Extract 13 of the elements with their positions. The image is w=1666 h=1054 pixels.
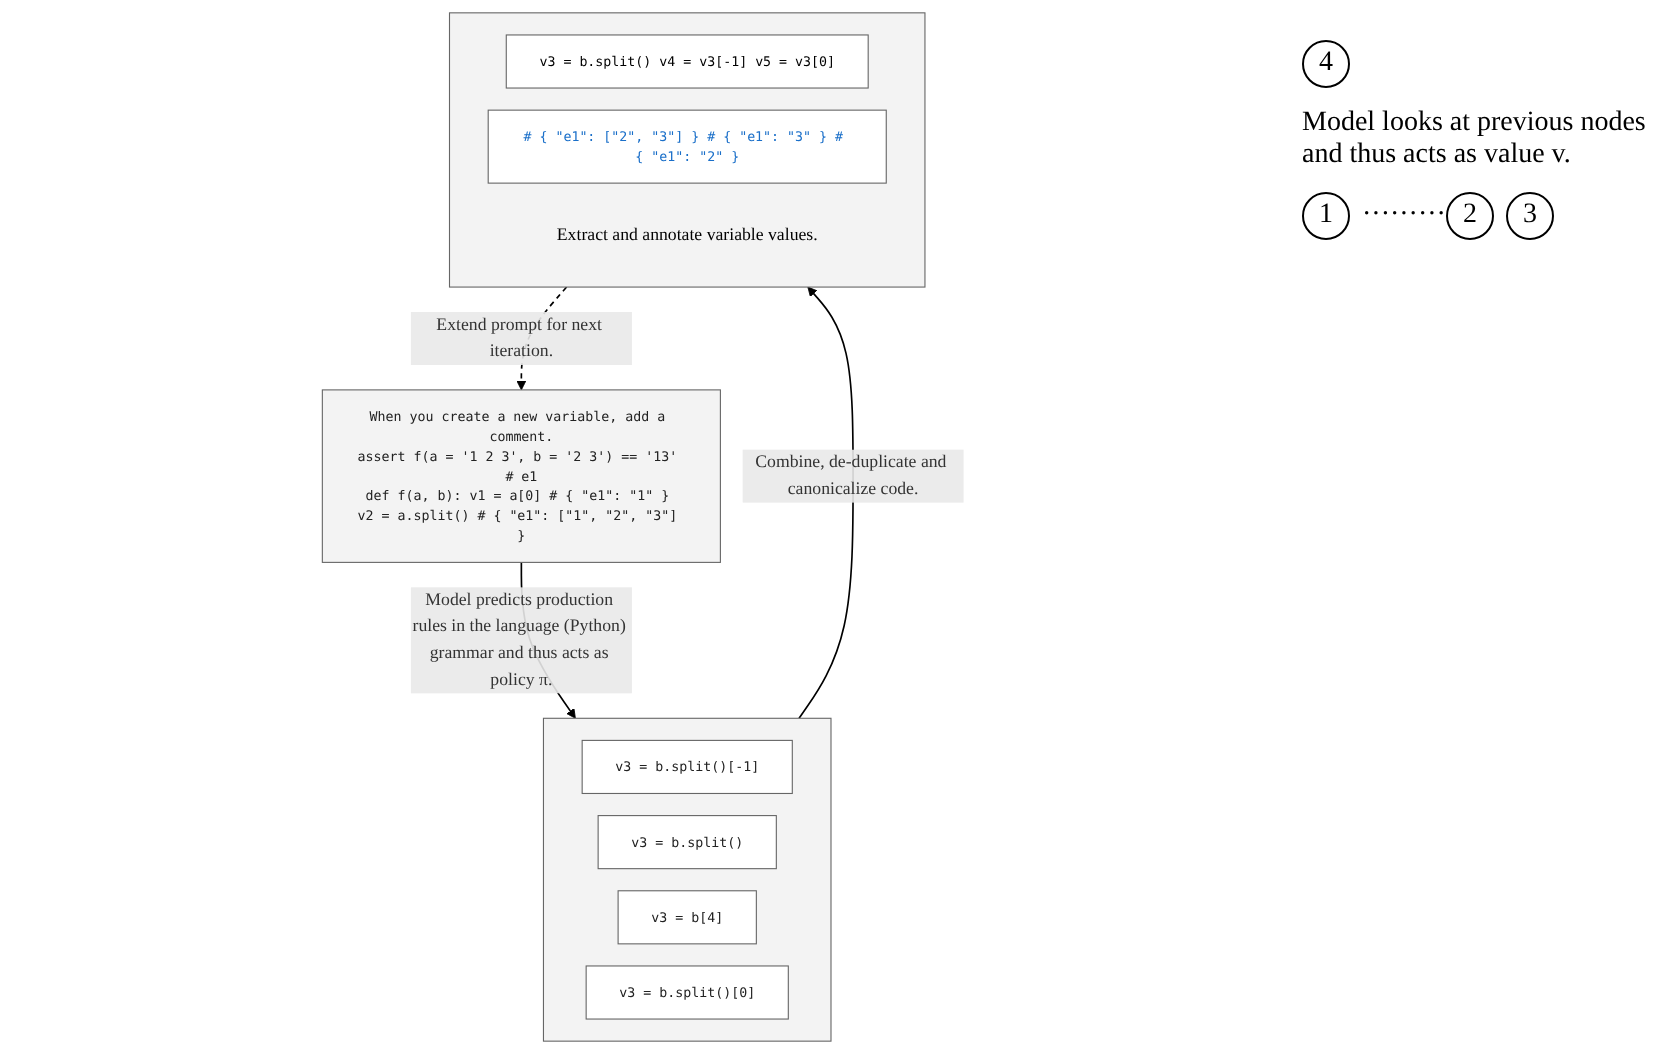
step-number: 4 — [1302, 40, 1350, 88]
cluster — [542, 717, 832, 1042]
ellipsis-mark: ········· — [1362, 200, 1446, 230]
cluster — [448, 12, 926, 288]
note-text: Model looks at previous nodes and thus acts as value v. — [1302, 108, 1648, 172]
edge-label: Combine, de-duplicate and canonicalize code. — [755, 452, 947, 499]
node-text: Extract and annotate variable values. — [556, 225, 818, 244]
step-number: 2 — [1445, 192, 1494, 240]
step-number: 1 — [1302, 192, 1350, 240]
edge-label: Model predicts production rules in the language (Python) grammar and thus acts as policy π. — [412, 590, 626, 689]
step-number: 3 — [1505, 192, 1554, 240]
arrow — [798, 286, 854, 720]
edge-label: Extend prompt for next iteration. — [436, 315, 602, 361]
